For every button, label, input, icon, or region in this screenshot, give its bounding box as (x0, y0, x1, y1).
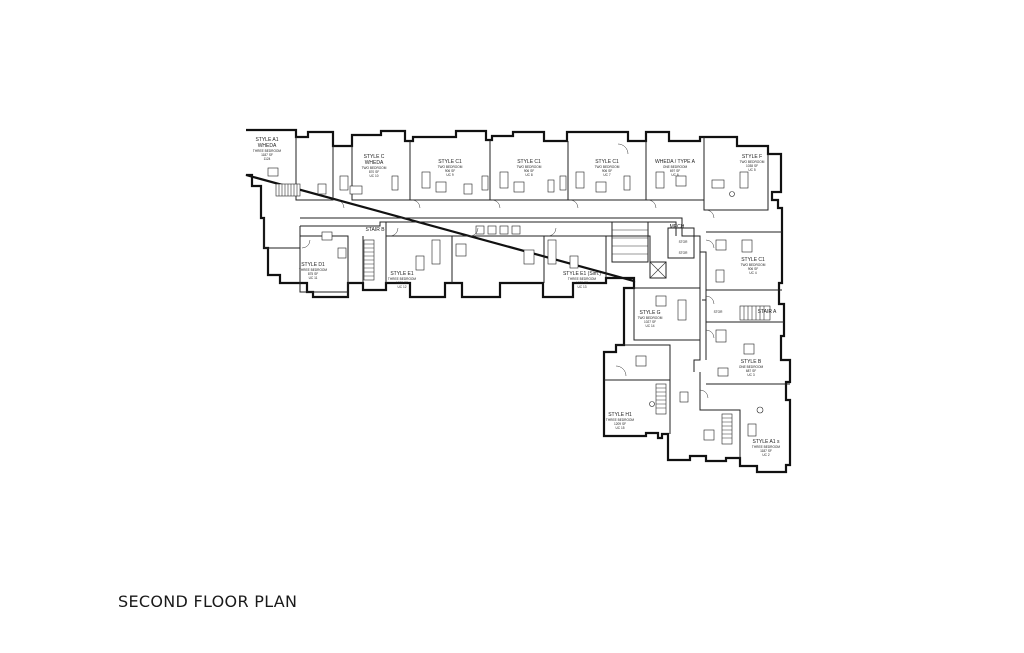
svg-text:906 SF: 906 SF (524, 169, 534, 173)
svg-text:THREE BEDROOM: THREE BEDROOM (253, 149, 282, 153)
svg-text:906 SF: 906 SF (445, 169, 455, 173)
plan-title: SECOND FLOOR PLAN (118, 592, 298, 611)
svg-text:STYLE A1: STYLE A1 (255, 137, 278, 143)
stair-b (363, 239, 375, 281)
unit-label-c1-right: STYLE C1 TWO BEDROOM 906 SF UC 4 (741, 257, 766, 275)
svg-text:906 SF: 906 SF (602, 169, 612, 173)
svg-text:WHEDA: WHEDA (258, 143, 277, 149)
svg-text:1028 SF: 1028 SF (576, 281, 588, 285)
svg-text:STYLE A1 s: STYLE A1 s (753, 439, 780, 445)
svg-text:870 SF: 870 SF (369, 170, 379, 174)
svg-text:TWO BEDROOM: TWO BEDROOM (438, 165, 463, 169)
svg-text:STYLE C: STYLE C (364, 154, 385, 160)
svg-text:ONE BEDROOM: ONE BEDROOM (739, 365, 764, 369)
svg-text:STYLE E1: STYLE E1 (390, 271, 414, 277)
svg-text:1187 SF: 1187 SF (261, 153, 273, 157)
svg-text:UC 5: UC 5 (748, 168, 755, 172)
svg-text:STYLE B: STYLE B (741, 359, 762, 365)
svg-text:STYLE C1: STYLE C1 (741, 257, 765, 263)
unit-label-f-top: STYLE F TWO BEDROOM 1038 SF UC 5 (740, 154, 765, 172)
fixtures (267, 167, 764, 441)
svg-text:697 SF: 697 SF (670, 169, 680, 173)
exterior-walls (245, 128, 792, 474)
unit-label-g-mid: STYLE G TWO BEDROOM 1027 SF UC 14 (638, 310, 663, 328)
stair-b-label: STAIR B (365, 227, 385, 233)
svg-text:UC 7: UC 7 (603, 173, 610, 177)
stair-a (739, 305, 771, 321)
unit-label-c1-top-1: STYLE C1 TWO BEDROOM 906 SF UC 9 (438, 159, 463, 177)
svg-text:ONE BEDROOM: ONE BEDROOM (663, 165, 688, 169)
svg-text:TWO BEDROOM: TWO BEDROOM (638, 316, 663, 320)
svg-text:STYLE H1: STYLE H1 (608, 412, 632, 418)
svg-text:STYLE D1: STYLE D1 (301, 262, 325, 268)
stair-lower (655, 383, 667, 415)
svg-text:THREE BEDROOM: THREE BEDROOM (752, 445, 781, 449)
unit-label-c-top: STYLE C WHEDA TWO BEDROOM 870 SF UC 10 (362, 154, 387, 178)
svg-text:UC 2: UC 2 (762, 453, 769, 457)
svg-text:1124: 1124 (264, 157, 271, 161)
svg-text:STYLE E1 (Sim.): STYLE E1 (Sim.) (563, 271, 601, 277)
room-tags: STAIR B STAIR A MECH STOR STOR STOR (365, 224, 777, 315)
corridor (300, 217, 707, 372)
unit-label-c1-top-3: STYLE C1 TWO BEDROOM 906 SF UC 7 (595, 159, 620, 177)
unit-label-a1s-low: STYLE A1 s THREE BEDROOM 1187 SF UC 2 (752, 439, 781, 457)
stair-top-left (275, 183, 301, 197)
stor-label-1: STOR (679, 240, 688, 244)
svg-text:THREE BEDROOM: THREE BEDROOM (388, 277, 417, 281)
svg-text:WHEDA / TYPE A: WHEDA / TYPE A (655, 159, 696, 165)
svg-text:STYLE C1: STYLE C1 (438, 159, 462, 165)
svg-text:1038 SF: 1038 SF (746, 164, 758, 168)
unit-label-c1-top-2: STYLE C1 TWO BEDROOM 906 SF UC 8 (517, 159, 542, 177)
svg-text:UC 15: UC 15 (615, 426, 624, 430)
svg-text:UC 12: UC 12 (397, 285, 406, 289)
svg-text:THREE BEDROOM: THREE BEDROOM (299, 268, 328, 272)
svg-text:UC 3: UC 3 (747, 373, 754, 377)
svg-text:1028 SF: 1028 SF (396, 281, 408, 285)
door-swings (301, 143, 715, 399)
svg-text:UC 6: UC 6 (671, 173, 678, 177)
svg-text:906 SF: 906 SF (748, 267, 758, 271)
svg-text:TWO BEDROOM: TWO BEDROOM (595, 165, 620, 169)
svg-text:WHEDA: WHEDA (365, 160, 384, 166)
svg-text:1027 SF: 1027 SF (644, 320, 656, 324)
svg-text:STYLE F: STYLE F (742, 154, 762, 160)
svg-text:STYLE G: STYLE G (639, 310, 660, 316)
unit-label-h1-low: STYLE H1 THREE BEDROOM 1209 SF UC 15 (606, 412, 635, 430)
svg-text:687 SF: 687 SF (746, 369, 756, 373)
unit-label-d1-left: STYLE D1 THREE BEDROOM 875 SF UC 11 (299, 262, 328, 280)
unit-label-a1-top: STYLE A1 WHEDA THREE BEDROOM 1187 SF 112… (253, 137, 282, 161)
unit-partitions (263, 137, 790, 458)
svg-text:875 SF: 875 SF (308, 272, 318, 276)
stair-a-label: STAIR A (758, 309, 777, 315)
stor-label-2: STOR (679, 251, 688, 255)
unit-label-wheda-top: WHEDA / TYPE A ONE BEDROOM 697 SF UC 6 (655, 159, 696, 177)
stairs (275, 183, 771, 445)
svg-text:UC 8: UC 8 (525, 173, 532, 177)
stair-bottom-right (721, 413, 733, 445)
svg-text:1187 SF: 1187 SF (760, 449, 772, 453)
unit-labels: STYLE A1 WHEDA THREE BEDROOM 1187 SF 112… (253, 137, 781, 457)
svg-text:UC 14: UC 14 (645, 324, 654, 328)
svg-text:UC 13: UC 13 (577, 285, 586, 289)
svg-text:UC 10: UC 10 (369, 174, 378, 178)
svg-text:THREE BEDROOM: THREE BEDROOM (568, 277, 597, 281)
unit-label-e1-sim: STYLE E1 (Sim.) THREE BEDROOM 1028 SF UC… (563, 271, 601, 289)
svg-text:STYLE C1: STYLE C1 (517, 159, 541, 165)
svg-text:THREE BEDROOM: THREE BEDROOM (606, 418, 635, 422)
service-core (611, 221, 695, 279)
svg-text:UC 4: UC 4 (749, 271, 756, 275)
svg-text:UC 9: UC 9 (446, 173, 453, 177)
mech-label: MECH (670, 224, 685, 230)
svg-text:TWO BEDROOM: TWO BEDROOM (740, 160, 765, 164)
svg-text:UC 11: UC 11 (309, 276, 318, 280)
svg-text:1209 SF: 1209 SF (614, 422, 626, 426)
unit-label-e1-mid: STYLE E1 THREE BEDROOM 1028 SF UC 12 (388, 271, 417, 289)
svg-text:TWO BEDROOM: TWO BEDROOM (517, 165, 542, 169)
svg-text:STYLE C1: STYLE C1 (595, 159, 619, 165)
unit-label-b-right: STYLE B ONE BEDROOM 687 SF UC 3 (739, 359, 764, 377)
svg-text:TWO BEDROOM: TWO BEDROOM (362, 166, 387, 170)
svg-text:TWO BEDROOM: TWO BEDROOM (741, 263, 766, 267)
stor-label-3: STOR (714, 310, 723, 314)
